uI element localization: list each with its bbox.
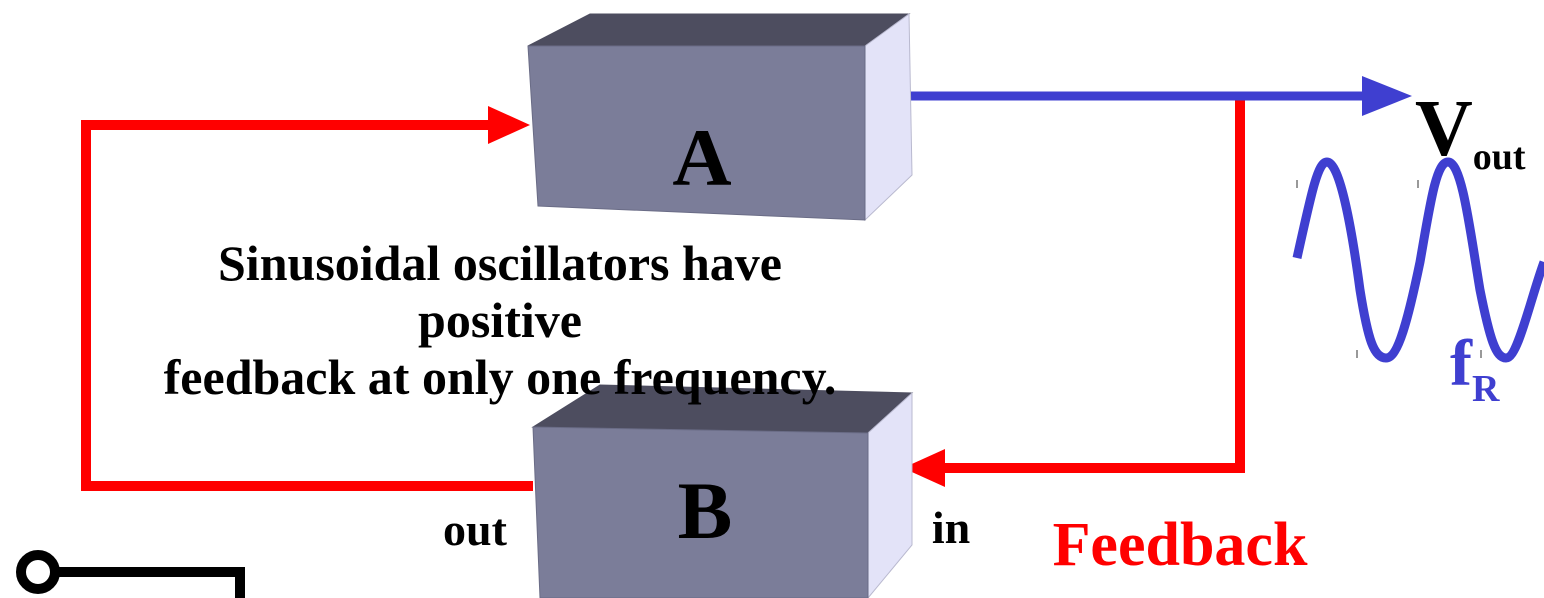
block-a-label: A <box>672 112 731 203</box>
caption: Sinusoidal oscillators have positive fee… <box>150 235 850 406</box>
block-b-label: B <box>678 465 733 556</box>
block-a: A <box>527 13 913 222</box>
vout-subscript: out <box>1473 136 1526 178</box>
feedback-return-path <box>81 120 533 491</box>
sine-waveform <box>1292 157 1544 363</box>
block-b-front <box>532 426 869 598</box>
block-a-front <box>527 45 866 221</box>
block-a-top <box>527 13 911 47</box>
caption-line-1: Sinusoidal oscillators have positive <box>218 235 782 348</box>
sine-wave <box>1292 157 1544 363</box>
block-b: B <box>531 384 914 598</box>
terminal-symbol <box>16 550 245 598</box>
vout-symbol: V <box>1415 85 1473 173</box>
vout-label: Vout <box>1415 85 1526 178</box>
feedback-label: Feedback <box>1053 511 1308 579</box>
fr-label: fR <box>1450 327 1500 410</box>
caption-line-2: feedback at only one frequency. <box>163 349 837 405</box>
feedback-sense-path <box>935 100 1245 473</box>
block-a-side <box>864 13 913 222</box>
terminal-node <box>16 550 60 594</box>
block-b-in-label: in <box>932 502 970 553</box>
output-arrowhead <box>1362 76 1412 116</box>
fr-subscript: R <box>1472 368 1500 410</box>
input-arrowhead <box>488 106 530 144</box>
feedback-arrowhead <box>903 449 945 487</box>
block-b-out-label: out <box>443 504 508 555</box>
fr-symbol: f <box>1450 327 1473 400</box>
